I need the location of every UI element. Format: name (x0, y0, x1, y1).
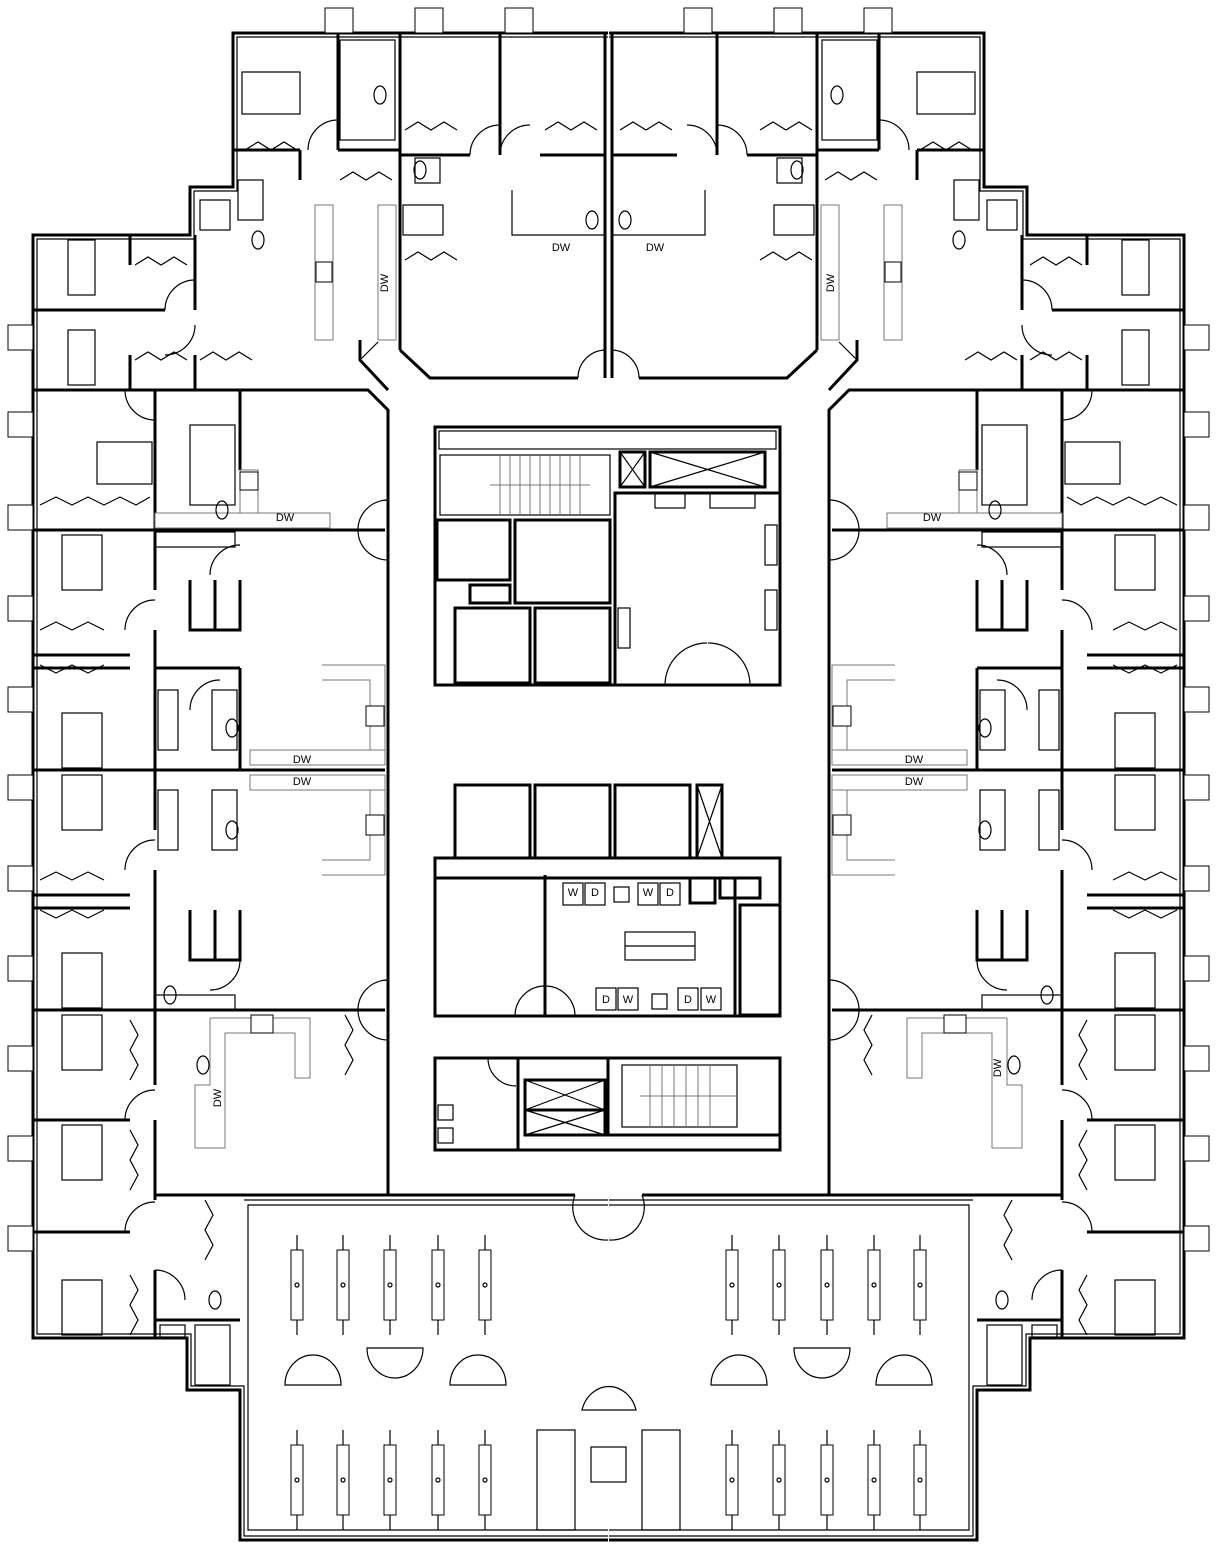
dishwasher-label: DW (293, 754, 312, 766)
fixture-labels: DW DW DW DW DW DW DW DW DW DW DW DW W D … (212, 242, 1004, 1107)
dryer-label: D (591, 887, 599, 899)
washer-label: W (706, 994, 717, 1006)
dishwasher-label: DW (646, 242, 665, 254)
dryer-label: D (684, 994, 692, 1006)
dishwasher-label: DW (992, 1058, 1004, 1077)
dryer-label: D (602, 994, 610, 1006)
dishwasher-label: DW (293, 776, 312, 788)
washer-label: W (568, 887, 579, 899)
dishwasher-label: DW (379, 273, 391, 292)
dishwasher-label: DW (552, 242, 571, 254)
elevator-shaft (648, 450, 767, 489)
washer-label: W (643, 887, 654, 899)
dishwasher-label: DW (905, 754, 924, 766)
dishwasher-label: DW (905, 776, 924, 788)
central-core (433, 425, 782, 1483)
dishwasher-label: DW (825, 273, 837, 292)
west-wing (8, 8, 608, 1540)
dishwasher-label: DW (276, 512, 295, 524)
washer-label: W (623, 994, 634, 1006)
dishwasher-label: DW (212, 1088, 224, 1107)
east-wing (609, 8, 1209, 1540)
stair-north (439, 454, 611, 516)
dryer-label: D (666, 887, 674, 899)
stair-elevator-core (433, 425, 782, 687)
dishwasher-label: DW (923, 512, 942, 524)
laundry-block (433, 856, 782, 1018)
